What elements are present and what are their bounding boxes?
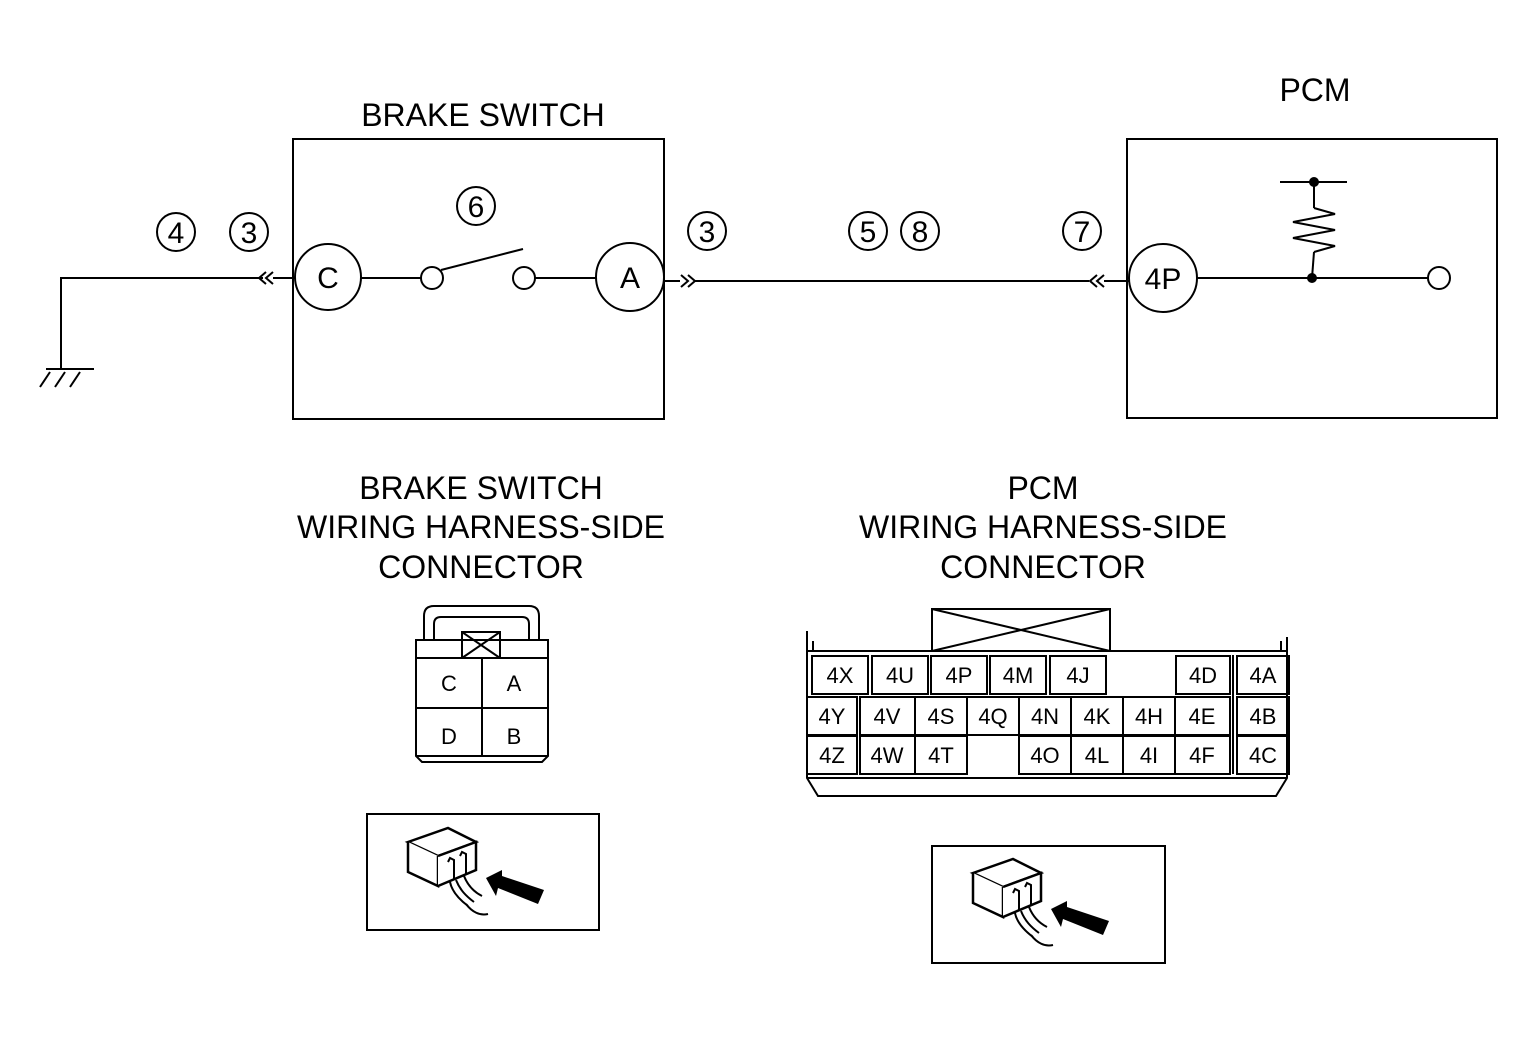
- callout-3-right: 3: [687, 211, 727, 251]
- svg-text:4O: 4O: [1030, 743, 1059, 768]
- terminal-c-label: C: [317, 262, 339, 295]
- svg-text:4F: 4F: [1189, 743, 1215, 768]
- svg-text:4P: 4P: [946, 663, 973, 688]
- svg-text:4L: 4L: [1085, 743, 1109, 768]
- svg-text:4A: 4A: [1250, 663, 1277, 688]
- svg-text:4B: 4B: [1250, 704, 1277, 729]
- svg-text:4U: 4U: [886, 663, 914, 688]
- svg-text:4M: 4M: [1003, 663, 1034, 688]
- brake-switch-box: [292, 138, 665, 420]
- brake-switch-contact: [361, 248, 596, 290]
- pcm-connector: 4X 4U 4P 4M 4J 4D 4A 4Y 4V 4S 4Q 4N 4K 4…: [806, 608, 1290, 797]
- callout-6-switch: 6: [456, 186, 496, 226]
- pcm-title: PCM: [1279, 72, 1350, 108]
- callout-7: 7: [1062, 211, 1102, 251]
- svg-text:6: 6: [468, 191, 485, 224]
- svg-text:5: 5: [860, 216, 877, 249]
- svg-text:4Z: 4Z: [819, 743, 845, 768]
- svg-text:4: 4: [168, 217, 185, 250]
- svg-text:4V: 4V: [874, 704, 901, 729]
- brake-connector-title: BRAKE SWITCH WIRING HARNESS-SIDE CONNECT…: [297, 470, 665, 585]
- svg-text:4N: 4N: [1031, 704, 1059, 729]
- connector-chevron-right: [664, 274, 697, 288]
- svg-text:3: 3: [241, 217, 258, 250]
- harness-view-icon-pcm: [931, 845, 1166, 964]
- svg-text:8: 8: [912, 216, 929, 249]
- brake-switch-connector: C A D B: [415, 605, 549, 763]
- svg-text:4S: 4S: [928, 704, 955, 729]
- terminal-a-label: A: [620, 262, 640, 295]
- brake-pin-c: C: [441, 671, 457, 696]
- connector-chevron-pcm: [1088, 274, 1129, 288]
- callout-3-left: 3: [229, 212, 269, 252]
- terminal-4p-label: 4P: [1145, 263, 1182, 296]
- svg-text:4Q: 4Q: [978, 704, 1007, 729]
- harness-view-icon: [366, 813, 600, 931]
- pcm-connector-title: PCM WIRING HARNESS-SIDE CONNECTOR: [859, 470, 1227, 585]
- svg-text:4X: 4X: [827, 663, 854, 688]
- callout-8: 8: [900, 211, 940, 251]
- callout-4-left: 4: [156, 212, 196, 252]
- pcm-box: [1126, 138, 1498, 419]
- svg-text:4I: 4I: [1140, 743, 1158, 768]
- pcm-pullup-resistor: [1197, 177, 1451, 290]
- terminal-a: [595, 242, 665, 312]
- callout-5: 5: [848, 211, 888, 251]
- svg-text:CONNECTOR: CONNECTOR: [940, 549, 1146, 585]
- svg-text:WIRING HARNESS-SIDE: WIRING HARNESS-SIDE: [859, 509, 1227, 545]
- svg-text:4W: 4W: [871, 743, 904, 768]
- svg-text:3: 3: [699, 216, 716, 249]
- svg-text:7: 7: [1074, 216, 1091, 249]
- svg-text:4Y: 4Y: [819, 704, 846, 729]
- svg-text:BRAKE SWITCH: BRAKE SWITCH: [359, 470, 603, 506]
- brake-pin-a: A: [507, 671, 522, 696]
- svg-text:PCM: PCM: [1007, 470, 1078, 506]
- brake-switch-title: BRAKE SWITCH: [361, 97, 605, 133]
- ground-symbol: [39, 277, 263, 388]
- svg-text:CONNECTOR: CONNECTOR: [378, 549, 584, 585]
- brake-pin-b: B: [507, 724, 522, 749]
- brake-pin-d: D: [441, 724, 457, 749]
- svg-text:4J: 4J: [1066, 663, 1089, 688]
- svg-text:WIRING HARNESS-SIDE: WIRING HARNESS-SIDE: [297, 509, 665, 545]
- connector-chevron-left: [257, 271, 295, 285]
- svg-text:4D: 4D: [1189, 663, 1217, 688]
- svg-text:4T: 4T: [928, 743, 954, 768]
- svg-text:4E: 4E: [1189, 704, 1216, 729]
- svg-text:4H: 4H: [1135, 704, 1163, 729]
- svg-text:4K: 4K: [1084, 704, 1111, 729]
- svg-text:4C: 4C: [1249, 743, 1277, 768]
